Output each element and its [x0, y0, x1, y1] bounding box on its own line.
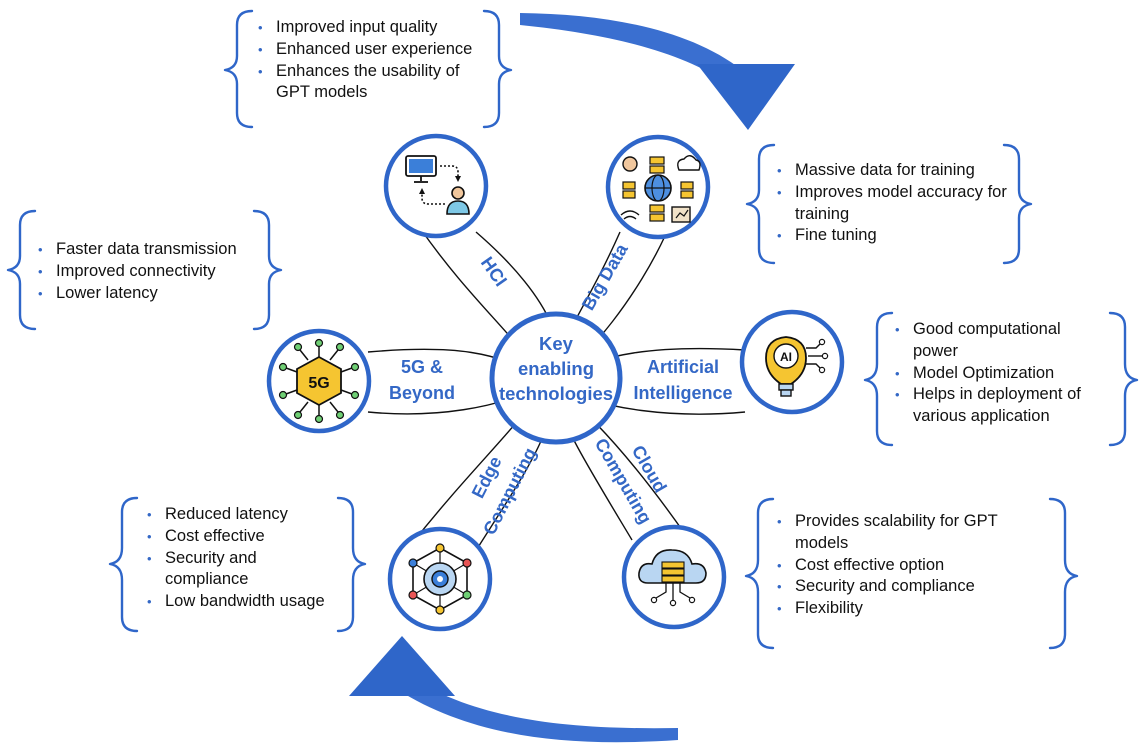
- node-5g: 5G: [266, 328, 372, 434]
- ai-benefit-item: Helps in deployment of various applicati…: [891, 384, 1118, 428]
- ai-benefits-list: Good computational power Model Optimizat…: [891, 319, 1111, 428]
- label-hci: HCI: [477, 253, 511, 290]
- ai-benefit-item: Good computational power: [891, 319, 1083, 363]
- cloud-benefits-list: Provides scalability for GPT models Cost…: [773, 511, 1043, 620]
- ai-lightbulb-icon: AI: [765, 336, 829, 397]
- 5g-benefits-list: Faster data transmission Improved connec…: [34, 239, 274, 304]
- node-edge: [387, 526, 493, 632]
- cloud-benefit-item: Cost effective option: [773, 555, 1043, 577]
- hci-benefit-item: Enhances the usability of GPT models: [254, 61, 491, 105]
- big-data-benefit-item: Improves model accuracy for training: [773, 182, 1013, 226]
- big-data-benefit-item: Fine tuning: [773, 225, 1013, 247]
- brace-edge: [108, 496, 367, 633]
- hci-benefit-item: Improved input quality: [254, 17, 504, 39]
- edge-benefits-list: Reduced latency Cost effective Security …: [143, 504, 348, 613]
- label-5g-line2: Beyond: [389, 383, 455, 403]
- edge-benefit-item: Security and compliance: [143, 548, 285, 592]
- center-line-3: technologies: [499, 383, 613, 404]
- cloud-server-icon: [638, 549, 707, 607]
- label-5g-line1: 5G &: [401, 357, 443, 377]
- brace-5g: [6, 209, 283, 331]
- hci-benefits-list: Improved input quality Enhanced user exp…: [254, 17, 504, 104]
- label-ai-line2: Intelligence: [633, 383, 732, 403]
- center-hub: [489, 311, 623, 445]
- computer-user-icon: [405, 155, 470, 215]
- big-data-benefit-item: Massive data for training: [773, 160, 1013, 182]
- ai-benefit-item: Model Optimization: [891, 363, 1111, 385]
- center-line-1: Key: [539, 333, 574, 354]
- edge-benefit-item: Low bandwidth usage: [143, 591, 348, 613]
- center-line-2: enabling: [518, 358, 594, 379]
- cloud-benefit-item: Flexibility: [773, 598, 1043, 620]
- cloud-benefit-item: Security and compliance: [773, 576, 1043, 598]
- svg-text:AI: AI: [780, 350, 792, 364]
- brace-ai: [863, 311, 1139, 447]
- node-cloud: [621, 524, 727, 630]
- 5g-chip-text: 5G: [308, 375, 329, 392]
- edge-benefit-item: Cost effective: [143, 526, 348, 548]
- 5g-benefit-item: Improved connectivity: [34, 261, 274, 283]
- node-big-data: [605, 134, 711, 240]
- 5g-benefit-item: Faster data transmission: [34, 239, 274, 261]
- edge-network-gear-icon: [408, 543, 472, 615]
- brace-big-data: [745, 143, 1033, 265]
- brace-cloud: [744, 497, 1079, 650]
- edge-benefit-item: Reduced latency: [143, 504, 348, 526]
- big-data-benefits-list: Massive data for training Improves model…: [773, 160, 1013, 247]
- 5g-benefit-item: Lower latency: [34, 283, 274, 305]
- 5g-chip-icon: 5G: [278, 338, 360, 424]
- big-data-network-icon: [620, 155, 701, 223]
- node-ai: AI: [739, 309, 845, 415]
- node-hci: [383, 133, 489, 239]
- label-ai-line1: Artificial: [647, 357, 719, 377]
- cloud-benefit-item: Provides scalability for GPT models: [773, 511, 1030, 555]
- top-curved-arrow: [520, 13, 795, 130]
- hci-benefit-item: Enhanced user experience: [254, 39, 504, 61]
- label-big-data: Big Data: [578, 240, 632, 314]
- bottom-curved-arrow: [349, 636, 678, 743]
